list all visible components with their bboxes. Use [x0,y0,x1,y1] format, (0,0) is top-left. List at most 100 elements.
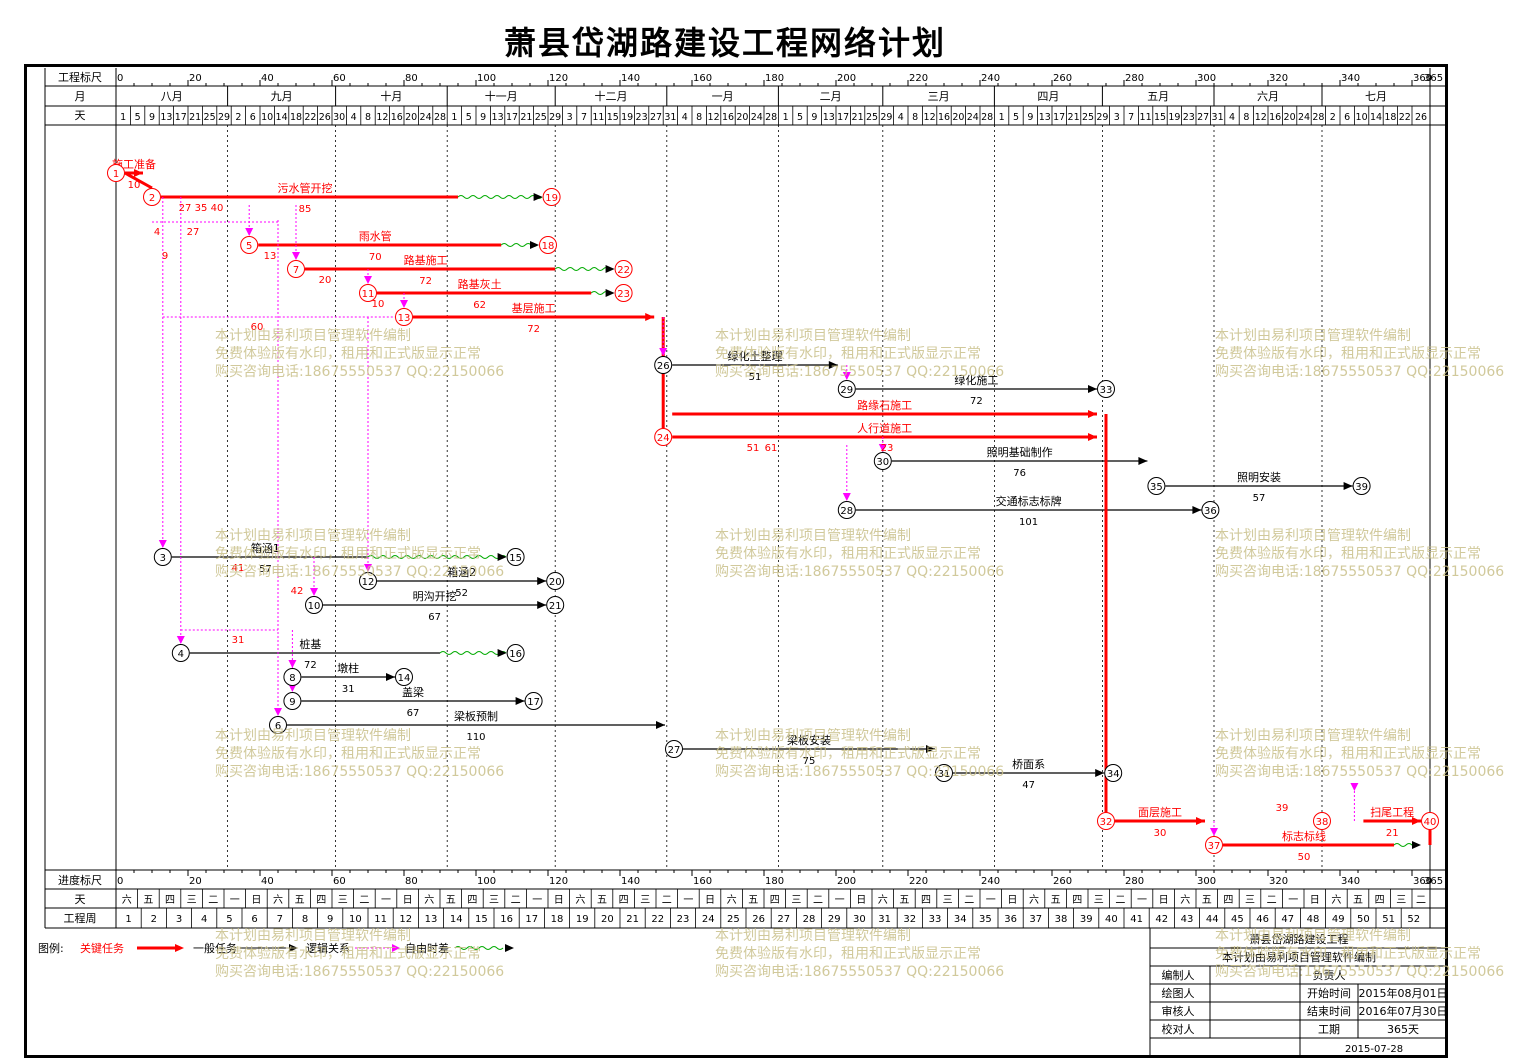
node-number: 18 [542,241,555,252]
node-circle [305,596,323,614]
scale-tick-label: 240 [981,73,1000,84]
day-label: 27 [1197,112,1209,123]
day-label: 7 [581,112,587,123]
day-label: 5 [1013,112,1019,123]
arrow-head [497,553,507,561]
arrow-head [289,944,298,952]
watermark-text: 本计划由易利项目管理软件编制 [1215,528,1411,544]
week-label: 44 [1206,914,1219,925]
week-label: 52 [1407,914,1420,925]
aux-label: 51 [747,443,760,454]
week-label: 37 [1029,914,1042,925]
week-label: 21 [626,914,639,925]
free-float-line [457,195,543,199]
aux-label: 42 [291,586,304,597]
watermark-text: 本计划由易利项目管理软件编制 [215,928,411,944]
task-name: 路缘石施工 [857,399,912,412]
watermark-text: 本计划由易利项目管理软件编制 [215,328,411,344]
day-label: 4 [1229,112,1235,123]
scale-tick-label: 160 [693,876,712,887]
node-circle [143,188,161,206]
day-label: 27 [650,112,662,123]
watermark-text: 购买咨询电话:18675550537 QQ:22150066 [215,964,504,980]
scale-tick-label: 360 [1413,876,1432,887]
day-label: 15 [1154,112,1166,123]
node-number: 3 [160,553,166,564]
node-number: 7 [293,265,299,276]
day-label: 1 [451,112,457,123]
node-circle [614,284,633,302]
month-label: 四月 [1037,90,1059,103]
scale-tick-label: 60 [333,876,346,887]
legend-float-label: 自由时差 [405,941,449,955]
weekday-label: 一 [683,895,693,906]
logic-arrow [659,348,668,356]
weekday-label: 二 [1267,895,1277,906]
node-number: 38 [1316,817,1329,828]
day-label: 17 [175,112,187,123]
node-number: 16 [509,649,522,660]
scale-tick-label: 80 [405,876,418,887]
task-duration: 21 [1386,828,1399,839]
day-label: 23 [1183,112,1195,123]
task-duration: 72 [304,660,317,671]
weekday-label: 二 [662,895,672,906]
day-label: 6 [1344,112,1350,123]
month-label: 八月 [161,90,183,103]
day-label: 29 [549,112,561,123]
node-circle [1421,812,1439,830]
day-label: 21 [852,112,864,123]
day-label: 9 [811,112,817,123]
week-label: 24 [702,914,715,925]
node-number: 26 [657,361,670,372]
week-label: 17 [525,914,538,925]
logic-arrow [1210,828,1218,836]
day-label: 16 [938,112,950,123]
weekday-label: 四 [619,895,629,906]
task-duration: 110 [466,732,485,743]
node-circle [546,572,565,590]
logic-arrow [842,372,851,380]
chart-title: 萧县岱湖路建设工程网络计划 [503,24,946,62]
weekday-label: 日 [1159,895,1169,906]
day-label: 8 [1243,112,1249,123]
free-float-line [454,946,504,950]
logic-arrow [310,588,318,596]
week-label: 29 [828,914,841,925]
node-circle [935,764,953,782]
node-number: 13 [398,313,411,324]
week-label: 12 [399,914,412,925]
node-number: 40 [1424,817,1437,828]
node-number: 30 [876,457,889,468]
day-label: 15 [607,112,619,123]
scale-tick-label: 20 [189,876,202,887]
weekday-label: 日 [1007,895,1017,906]
node-circle [171,644,190,662]
node-circle [546,596,565,614]
aux-label: 13 [264,251,277,262]
task-duration: 47 [1022,780,1035,791]
node-number: 37 [1208,841,1221,852]
node-circle [283,692,302,710]
task-name: 墩柱 [337,661,359,675]
weekday-label: 三 [187,895,197,906]
node-number: 10 [308,601,321,612]
aux-label: 4 [154,227,160,238]
scale-tick-label: 160 [693,73,712,84]
weekday-label: 三 [489,895,499,906]
weekday-label: 四 [165,895,175,906]
arrow-head [515,697,525,705]
weekday-label: 三 [1094,895,1104,906]
titleblock-date: 2015-07-28 [1345,1044,1403,1055]
day-label: 25 [866,112,878,123]
task-duration: 57 [1253,493,1266,504]
arrow-head [175,944,184,952]
task-duration: 67 [428,612,441,623]
titleblock-checker: 校对人 [1162,1022,1195,1036]
week-label: 9 [327,914,333,925]
node-circle [269,716,287,734]
week-label: 11 [374,914,387,925]
day-label: 28 [981,112,993,123]
scale-tick-label: 280 [1125,73,1144,84]
